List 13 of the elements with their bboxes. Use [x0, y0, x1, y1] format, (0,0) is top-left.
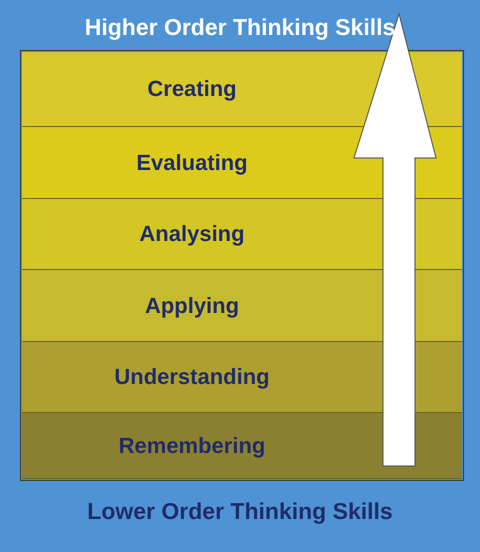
level-label: Evaluating: [135, 150, 249, 176]
title: Higher Order Thinking Skills: [84, 14, 396, 41]
level-band: [22, 199, 462, 270]
level-label: Creating: [146, 76, 238, 102]
level-label: Analysing: [138, 221, 246, 247]
level-band: [22, 52, 462, 127]
level-label: Understanding: [113, 364, 271, 390]
level-band: [22, 413, 462, 479]
level-band: [22, 270, 462, 342]
level-band: [22, 342, 462, 413]
caption: Lower Order Thinking Skills: [86, 498, 394, 525]
level-label: Applying: [144, 292, 240, 318]
level-label: Remembering: [118, 432, 266, 458]
